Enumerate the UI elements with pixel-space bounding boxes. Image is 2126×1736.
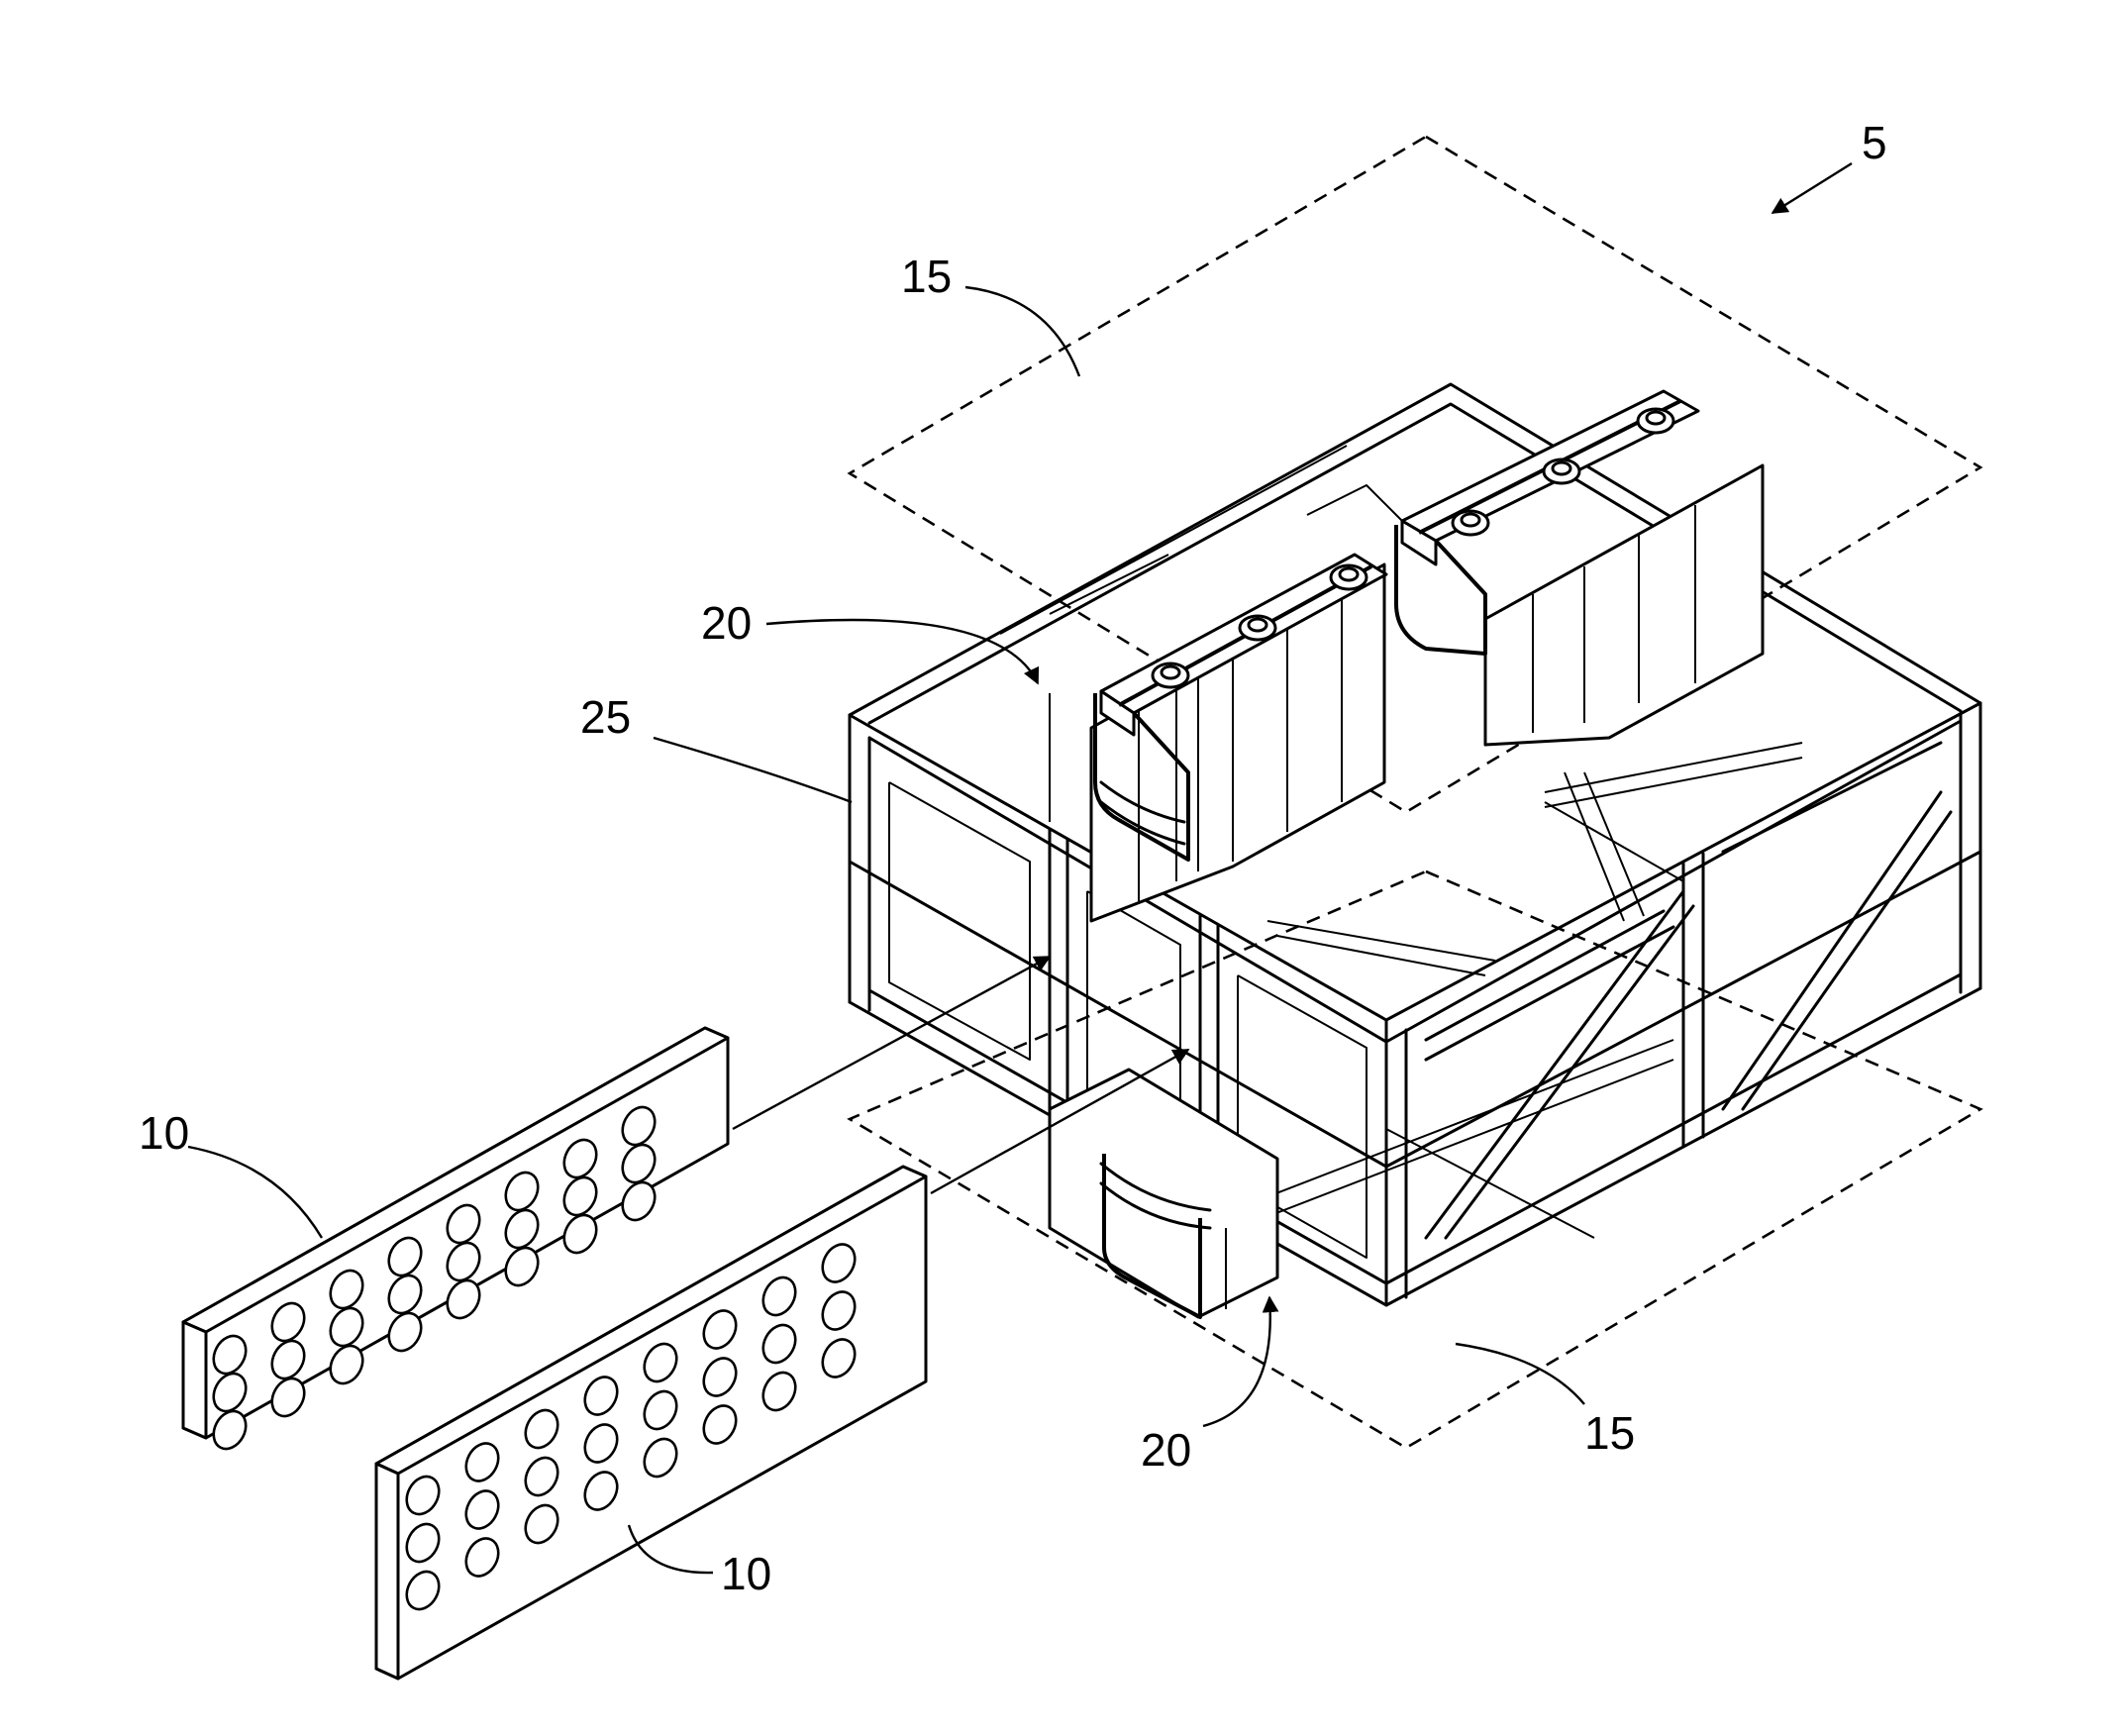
label-radiator-panel-right: 10 <box>721 1548 771 1599</box>
battery-module-top-right <box>1396 391 1763 745</box>
label-plate-bottom: 15 <box>1584 1407 1635 1459</box>
label-frame: 25 <box>580 691 631 743</box>
label-battery-module-top: 20 <box>701 597 752 649</box>
label-battery-module-bottom: 20 <box>1141 1424 1191 1476</box>
reference-numerals: 5 15 20 25 10 10 20 15 <box>139 117 1887 1599</box>
battery-module-top-left <box>1091 555 1386 921</box>
label-radiator-panel-left: 10 <box>139 1107 189 1159</box>
label-assembly: 5 <box>1862 117 1887 168</box>
top-plate-outline <box>850 137 1980 812</box>
label-plate-top: 15 <box>901 251 952 302</box>
